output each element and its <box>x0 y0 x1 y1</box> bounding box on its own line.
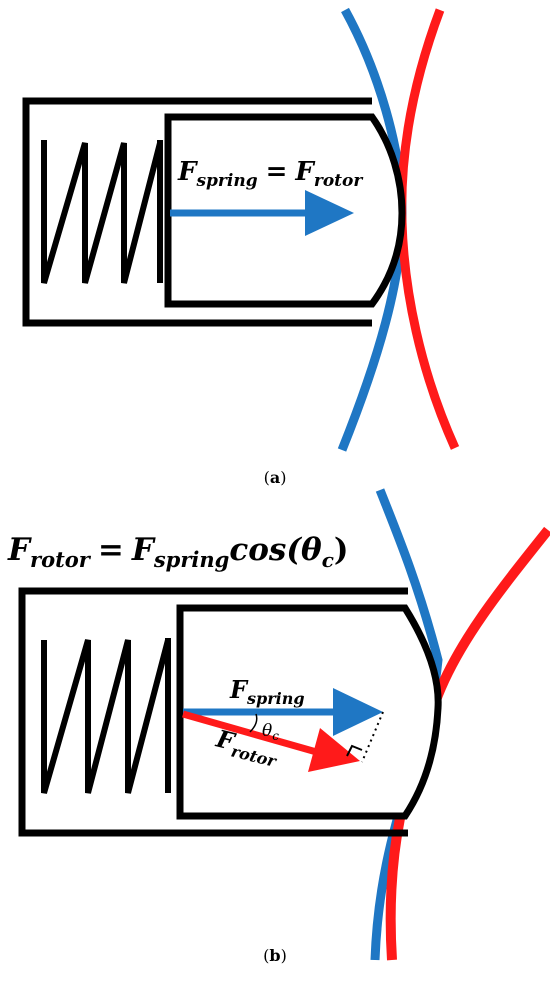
angle-arc <box>249 713 258 733</box>
panel-b-diagram: Fspring θc Frotor Frotor=Fspringcos(θc) <box>7 488 550 961</box>
spring-force-arrowhead <box>305 190 354 236</box>
red-rotor-curve <box>397 8 460 450</box>
rotor-force-arrowhead <box>308 728 360 772</box>
caption-a: (a) <box>263 468 287 487</box>
panel-a: Fspring=Frotor (a) <box>0 0 550 487</box>
caption-b: (b) <box>263 946 287 965</box>
housing <box>18 587 408 837</box>
panel-a-diagram: Fspring=Frotor <box>22 7 460 452</box>
equation-b: Frotor=Fspringcos(θc) <box>7 532 349 572</box>
angle-label: θc <box>262 721 279 743</box>
panel-b: Fspring θc Frotor Frotor=Fspringcos(θc) … <box>0 488 550 965</box>
spring-force-label: Fspring <box>229 675 305 708</box>
spring-coil <box>41 140 163 284</box>
rotor-force-arrow-shaft <box>182 710 321 757</box>
spring-coil <box>41 639 171 794</box>
right-angle-marker <box>346 744 363 757</box>
spring-force-arrowhead <box>333 688 383 736</box>
housing <box>22 97 372 327</box>
equation-a: Fspring=Frotor <box>177 157 363 191</box>
